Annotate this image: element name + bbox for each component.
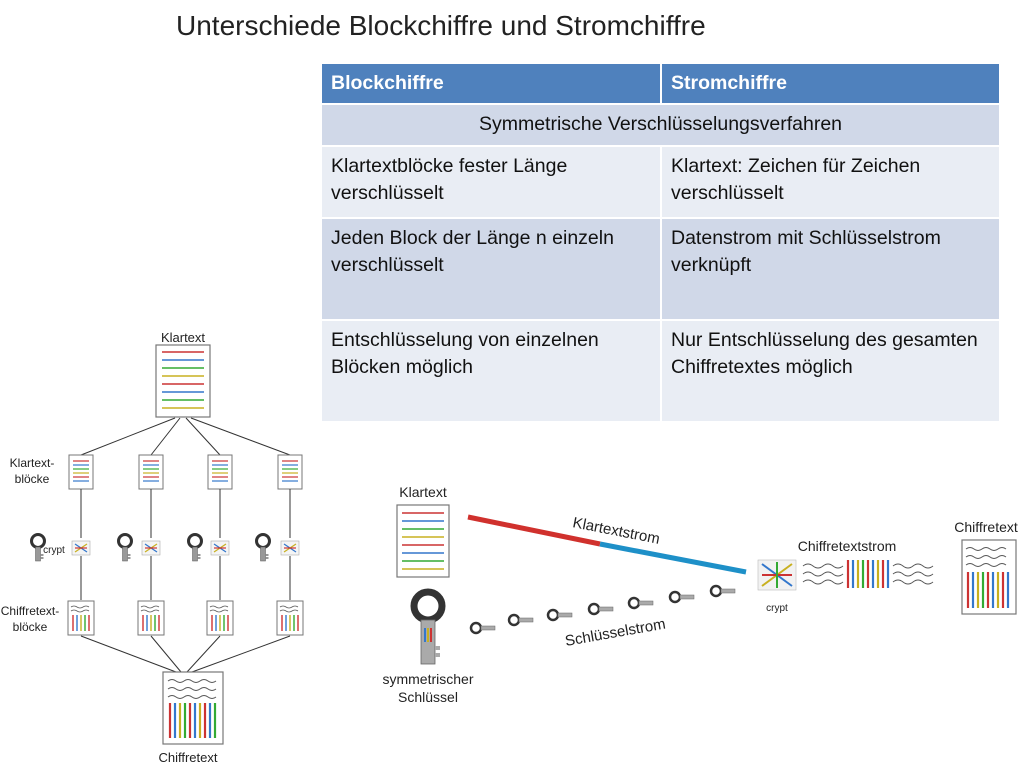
- symmetric-key-label-2: Schlüssel: [398, 689, 458, 705]
- cipher-block: [137, 600, 165, 636]
- block-cipher-diagram: Klartext Klartext- blöcke: [1, 330, 304, 765]
- symmetric-key-icon: [410, 588, 446, 665]
- stream-crypt-mix-icon: [757, 559, 797, 591]
- plaintext-stream-blue: [599, 541, 747, 575]
- table-row: Entschlüsselung von einzelnen Blöcken mö…: [320, 318, 1001, 423]
- plaintext-block: [277, 454, 303, 490]
- crypt-mix-icon: [71, 540, 91, 556]
- block-plaintext-label: Klartext: [161, 330, 205, 345]
- plaintext-block: [68, 454, 94, 490]
- table-row: Jeden Block der Länge n einzeln verschlü…: [320, 216, 1001, 321]
- key-icon: [255, 533, 271, 563]
- cipher-blocks-label-2: blöcke: [13, 620, 48, 634]
- keystream-label: Schlüsselstrom: [564, 616, 667, 650]
- cipher-block: [206, 600, 234, 636]
- plaintext-block: [207, 454, 233, 490]
- cipher-stream-bars: [846, 560, 890, 588]
- table-row: Klartextblöcke fester Länge verschlüssel…: [320, 144, 1001, 219]
- table-header-row: Blockchiffre Stromchiffre: [320, 61, 1001, 106]
- stream-cipher-diagram: Klartext Klartextstrom symmetrischer: [382, 484, 1017, 705]
- block-split-lines: [80, 417, 291, 456]
- stream-ciphertext-label: Chiffretext: [954, 519, 1018, 535]
- block-ciphertext-label: Chiffretext: [158, 750, 217, 765]
- table-cell: Klartextblöcke fester Länge verschlüssel…: [320, 144, 662, 219]
- plaintext-blocks-label-2: blöcke: [15, 472, 50, 486]
- table-cell: Jeden Block der Länge n einzeln verschlü…: [320, 216, 662, 321]
- slide-title: Unterschiede Blockchiffre und Stromchiff…: [176, 10, 706, 41]
- table-row: Symmetrische Verschlüsselungsverfahren: [320, 103, 1001, 147]
- header-blockchiffre: Blockchiffre: [320, 61, 662, 106]
- stream-crypt-label: crypt: [766, 603, 788, 614]
- cipher-blocks-label-1: Chiffretext-: [1, 604, 59, 618]
- plaintext-stream-red: [467, 514, 601, 547]
- comparison-table: Blockchiffre Stromchiffre Symmetrische V…: [320, 61, 1001, 423]
- cipher-block: [67, 600, 95, 636]
- plaintext-blocks-label-1: Klartext-: [10, 456, 55, 470]
- stream-plaintext-document: [396, 504, 450, 578]
- block-plaintext-document: [155, 344, 211, 418]
- block-merge-lines: [80, 635, 291, 673]
- crypt-mix-icon: [141, 540, 161, 556]
- table-cell: Datenstrom mit Schlüsselstrom verknüpft: [660, 216, 1001, 321]
- table-cell: Entschlüsselung von einzelnen Blöcken mö…: [320, 318, 662, 423]
- symmetric-key-label-1: symmetrischer: [382, 671, 473, 687]
- table-cell: Nur Entschlüsselung des gesamten Chiffre…: [660, 318, 1001, 423]
- block-ciphertext-document: [162, 671, 224, 745]
- cipher-stream: [802, 563, 934, 585]
- key-icon: [117, 533, 133, 563]
- header-stromchiffre: Stromchiffre: [660, 61, 1001, 106]
- stream-ciphertext-document: [961, 539, 1017, 615]
- cipher-stream-label: Chiffretextstrom: [798, 538, 897, 554]
- key-icon: [187, 533, 203, 563]
- cipher-block: [276, 600, 304, 636]
- stream-plaintext-label: Klartext: [399, 484, 447, 500]
- crypt-mix-icon: [210, 540, 230, 556]
- table-cell: Klartext: Zeichen für Zeichen verschlüss…: [660, 144, 1001, 219]
- plaintext-block: [138, 454, 164, 490]
- crypt-mix-icon: [280, 540, 300, 556]
- block-crypt-label: crypt: [43, 545, 65, 556]
- span-cell: Symmetrische Verschlüsselungsverfahren: [320, 103, 1001, 147]
